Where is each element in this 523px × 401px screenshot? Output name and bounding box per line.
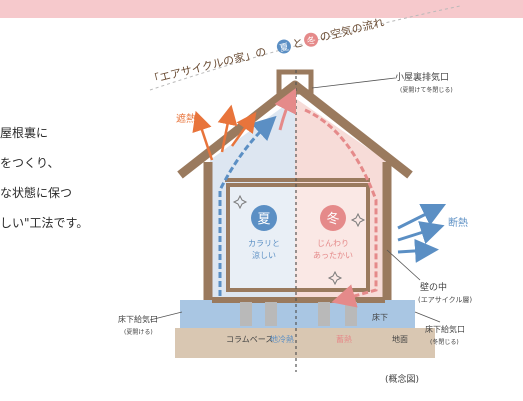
paragraph-line-3: な状態に保つ [0, 186, 73, 200]
summer-flow [218, 115, 277, 296]
insulation-arrows [397, 203, 447, 263]
header-band [0, 0, 523, 18]
heat-shield-label: 遮熱 [176, 112, 196, 125]
inlet-right-label: 床下給気口 [425, 324, 465, 334]
title-summer: 夏 [279, 42, 290, 55]
attic-vent-note: (夏開けて冬閉じる) [400, 86, 453, 94]
wall-inside-leader [386, 249, 421, 281]
inlet-right-note: (冬閉じる) [430, 338, 459, 346]
title-mid: と [291, 36, 305, 51]
summer-flow-2 [274, 87, 297, 131]
underfloor-label: 床下 [372, 312, 388, 322]
summer-desc-1: カラリと [248, 239, 280, 248]
winter-badge [320, 205, 346, 231]
title-winter: 冬 [305, 34, 317, 48]
intro-paragraph: 屋根裏に をつくり、 な状態に保つ しい"工法です。 [0, 118, 136, 238]
title-summer-badge [276, 39, 291, 54]
summer-badge [251, 205, 277, 231]
inlet-left-leader [149, 311, 183, 321]
column-bases [240, 302, 357, 326]
heat-storage-label: 蓄熱 [336, 334, 352, 344]
winter-label: 冬 [326, 211, 339, 227]
winter-desc-1: じんわり [317, 239, 349, 248]
room-box [226, 183, 370, 292]
column-base-label: コラムベース [226, 335, 273, 344]
inlet-right-leader [414, 311, 441, 323]
paragraph-line-4: しい"工法です。 [0, 216, 89, 230]
concept-label: (概念図) [385, 373, 419, 385]
insulation-label: 断熱 [448, 216, 468, 229]
attic-vent-leader [311, 77, 396, 89]
winter-flow [304, 108, 378, 308]
ground-cool-label: 地冷熱 [270, 334, 294, 344]
title-winter-badge [304, 32, 319, 47]
underfloor-space [180, 300, 415, 328]
sparkle-icons [232, 194, 366, 286]
heat-shield-arrows [192, 104, 257, 161]
summer-desc-2: 涼しい [252, 250, 276, 260]
paragraph-line-2: をつくり、 [0, 156, 60, 170]
winter-half [295, 98, 385, 300]
inlet-left-note: (夏開ける) [124, 329, 153, 336]
title-part1: 「エアサイクルの家」の [147, 44, 267, 87]
paragraph-line-1: 屋根裏に [0, 126, 49, 140]
wall-inside-label: 壁の中 [420, 281, 447, 293]
attic-vent-label: 小屋裏排気口 [395, 71, 449, 83]
house-frame [177, 80, 413, 300]
winter-desc-2: あったかい [313, 251, 353, 260]
diagram-title: 「エアサイクルの家」の 夏 と 冬 の空気の流れ [147, 15, 385, 87]
ground-label: 地面 [392, 334, 408, 344]
wall-inside-note: (エアサイクル層) [418, 296, 472, 304]
inlet-left-label: 床下給気口 [118, 314, 158, 324]
summer-label: 夏 [257, 212, 270, 227]
title-part2: の空気の流れ [318, 15, 385, 45]
summer-half [210, 98, 295, 300]
ground-layer [175, 328, 435, 358]
